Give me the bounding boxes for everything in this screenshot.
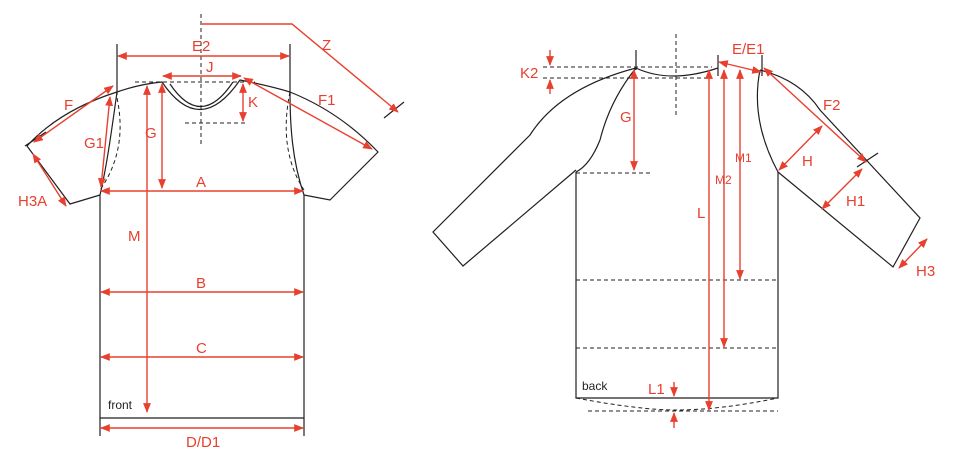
- front-right-raglan-seam: [285, 91, 305, 191]
- back-arrow-h3: [898, 238, 928, 269]
- front-label-z: Z: [322, 37, 331, 54]
- front-arrow-f: [33, 85, 114, 143]
- back-label-h3: H3: [916, 263, 935, 280]
- front-label-h3a: H3A: [18, 193, 47, 210]
- front-label-j: J: [206, 59, 214, 76]
- back-hem-curve: [575, 397, 779, 411]
- front-label-m: M: [128, 228, 141, 245]
- front-label-b: B: [196, 275, 206, 292]
- front-view: Z E2 J K F F1 G1 G A H3A M B C D/D1 fron…: [18, 14, 405, 451]
- back-f2-end-tick: [856, 152, 879, 168]
- back-left-sleeve: [432, 67, 637, 267]
- front-body-outline: [99, 79, 305, 419]
- back-label-k2: K2: [520, 65, 538, 82]
- front-label-d: D/D1: [186, 434, 220, 451]
- back-neckline: [635, 67, 719, 77]
- front-cuff-tick: [24, 131, 47, 147]
- front-label-f1: F1: [318, 92, 336, 109]
- front-arrow-f1: [243, 77, 373, 150]
- back-measurements: [546, 50, 928, 428]
- back-body-outline: [575, 172, 779, 399]
- back-arrow-f2: [763, 67, 867, 163]
- front-labels: Z E2 J K F F1 G1 G A H3A M B C D/D1 fron…: [18, 37, 336, 451]
- back-label-e: E/E1: [732, 41, 765, 58]
- back-labels: K2 E/E1 G F2 M1 H M2 H1 L H3 L1 back: [520, 41, 935, 398]
- back-label-l: L: [697, 205, 705, 222]
- front-label-g1: G1: [84, 135, 104, 152]
- back-label-l1: L1: [648, 381, 665, 398]
- back-garment-outline: [432, 34, 921, 412]
- front-measurements: [32, 23, 399, 432]
- front-z-end-tick: [383, 101, 405, 119]
- front-arrow-g1: [97, 96, 114, 188]
- back-left-raglan-seam: [575, 67, 637, 173]
- back-label-h: H: [802, 153, 813, 170]
- front-arrow-z: [202, 23, 399, 113]
- back-caption: back: [582, 379, 608, 393]
- front-label-a: A: [196, 174, 206, 191]
- back-label-g: G: [620, 109, 632, 126]
- back-arrow-h: [778, 125, 823, 171]
- front-garment-outline: [24, 14, 405, 436]
- back-view: K2 E/E1 G F2 M1 H M2 H1 L H3 L1 back: [432, 34, 935, 428]
- back-arrow-h1: [821, 168, 863, 210]
- back-label-f2: F2: [823, 97, 841, 114]
- back-right-raglan-seam: [756, 69, 779, 173]
- back-label-m2: M2: [715, 173, 732, 187]
- back-label-h1: H1: [846, 193, 865, 210]
- front-caption: front: [108, 398, 133, 412]
- front-label-f: F: [64, 97, 73, 114]
- front-label-g: G: [145, 125, 157, 142]
- front-label-e2: E2: [192, 38, 210, 55]
- back-arrow-e: [718, 60, 762, 74]
- front-arrow-h3a: [32, 153, 67, 207]
- back-label-m1: M1: [735, 151, 752, 165]
- front-label-k: K: [248, 94, 258, 111]
- front-label-c: C: [196, 340, 207, 357]
